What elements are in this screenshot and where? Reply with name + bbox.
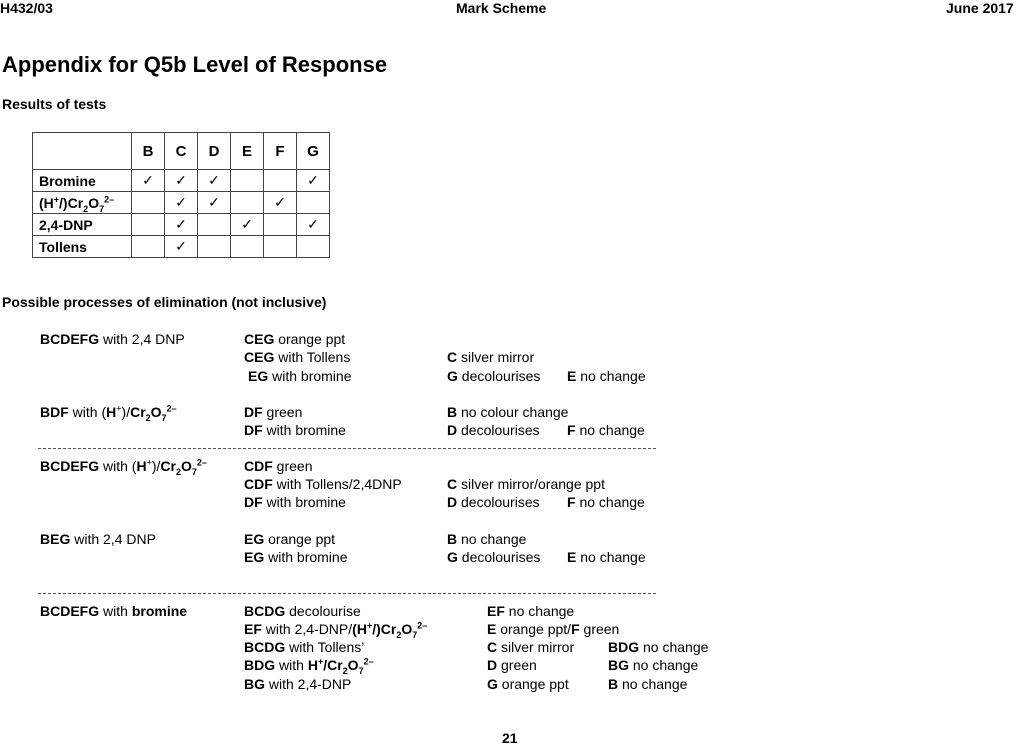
column-header: E <box>230 132 264 170</box>
block4-start: BEG with 2,4 DNP <box>40 531 156 547</box>
block3-result: F no change <box>567 494 645 510</box>
block2-step: DF green <box>244 404 303 420</box>
check-cell <box>296 235 330 258</box>
header-date: June 2017 <box>946 0 1014 16</box>
column-header: B <box>131 132 165 170</box>
block5-step: BCDG with Tollens’ <box>244 639 365 655</box>
row-label: (H+/)Cr2O72– <box>32 191 132 214</box>
table-header-row: B C D E F G <box>32 132 330 170</box>
check-mark-icon: ✓ <box>230 213 264 236</box>
column-header: G <box>296 132 330 170</box>
header-title: Mark Scheme <box>456 0 547 16</box>
block5-result: G orange ppt <box>487 676 569 692</box>
block3-result: D decolourises <box>447 494 540 510</box>
block1-start: BCDEFG with 2,4 DNP <box>40 331 185 347</box>
block2-result: B no colour change <box>447 404 569 420</box>
block2-start: BDF with (H+)/Cr2O72– <box>40 403 177 423</box>
check-cell <box>197 235 231 258</box>
page-number: 21 <box>502 730 518 746</box>
check-mark-icon: ✓ <box>164 235 198 258</box>
block1-step: EG with bromine <box>248 368 352 384</box>
check-cell <box>230 169 264 192</box>
check-cell <box>230 235 264 258</box>
table-row: (H+/)Cr2O72– ✓✓✓ <box>32 191 330 214</box>
block5-result: C silver mirror <box>487 639 575 655</box>
check-mark-icon: ✓ <box>197 191 231 214</box>
table-row: Tollens ✓ <box>32 235 330 258</box>
check-mark-icon: ✓ <box>296 213 330 236</box>
block2-result: F no change <box>567 422 645 438</box>
check-cell <box>230 191 264 214</box>
block5-result: D green <box>487 657 537 673</box>
check-cell <box>263 169 297 192</box>
table-row: 2,4-DNP ✓ ✓ ✓ <box>32 213 330 236</box>
row-label: Tollens <box>32 235 132 258</box>
block5-step: BDG with H+/Cr2O72– <box>244 656 374 676</box>
check-mark-icon: ✓ <box>197 169 231 192</box>
block5-step: BCDG decolourise <box>244 603 361 619</box>
page-title: Appendix for Q5b Level of Response <box>2 52 388 77</box>
results-heading: Results of tests <box>2 96 107 112</box>
check-mark-icon: ✓ <box>296 169 330 192</box>
block4-result: E no change <box>567 549 646 565</box>
check-cell <box>131 213 165 236</box>
check-cell <box>263 213 297 236</box>
check-cell <box>131 191 165 214</box>
check-cell <box>263 235 297 258</box>
block4-result: G decolourises <box>447 549 541 565</box>
dashed-divider <box>38 593 656 594</box>
results-table: B C D E F G Bromine ✓✓✓✓ (H+/)Cr2O72– ✓✓… <box>32 132 330 258</box>
block1-result: C silver mirror <box>447 349 535 365</box>
check-mark-icon: ✓ <box>131 169 165 192</box>
block3-step: CDF with Tollens/2,4DNP <box>244 476 402 492</box>
table-corner-cell <box>32 132 132 170</box>
column-header: D <box>197 132 231 170</box>
check-cell <box>197 213 231 236</box>
table-row: Bromine ✓✓✓✓ <box>32 169 330 192</box>
column-header: F <box>263 132 297 170</box>
block5-result: B no change <box>608 676 688 692</box>
block5-result: EF no change <box>487 603 575 619</box>
block2-step: DF with bromine <box>244 422 346 438</box>
block5-start: BCDEFG with bromine <box>40 603 188 619</box>
check-mark-icon: ✓ <box>164 213 198 236</box>
row-label: 2,4-DNP <box>32 213 132 236</box>
block1-step: CEG with Tollens <box>244 349 351 365</box>
block5-result: E orange ppt/F green <box>487 621 620 637</box>
block4-result: B no change <box>447 531 527 547</box>
block4-step: EG orange ppt <box>244 531 336 547</box>
block3-result: C silver mirror/orange ppt <box>447 476 605 492</box>
check-cell <box>296 191 330 214</box>
column-header: C <box>164 132 198 170</box>
check-mark-icon: ✓ <box>164 169 198 192</box>
check-cell <box>131 235 165 258</box>
dashed-divider <box>38 448 656 449</box>
block4-step: EG with bromine <box>244 549 348 565</box>
block3-step: CDF green <box>244 458 313 474</box>
check-mark-icon: ✓ <box>164 191 198 214</box>
block5-result: BG no change <box>608 657 699 673</box>
elimination-heading: Possible processes of elimination (not i… <box>2 294 327 310</box>
block5-result: BDG no change <box>608 639 709 655</box>
block5-step: EF with 2,4-DNP/(H+/)Cr2O72– <box>244 620 428 640</box>
block1-step: CEG orange ppt <box>244 331 346 347</box>
header-code: H432/03 <box>0 0 53 16</box>
block2-result: D decolourises <box>447 422 540 438</box>
block1-result: G decolourises <box>447 368 541 384</box>
block3-start: BCDEFG with (H+)/Cr2O72– <box>40 457 207 477</box>
block1-result: E no change <box>567 368 646 384</box>
block3-step: DF with bromine <box>244 494 346 510</box>
block5-step: BG with 2,4-DNP <box>244 676 352 692</box>
row-label: Bromine <box>32 169 132 192</box>
check-mark-icon: ✓ <box>263 191 297 214</box>
